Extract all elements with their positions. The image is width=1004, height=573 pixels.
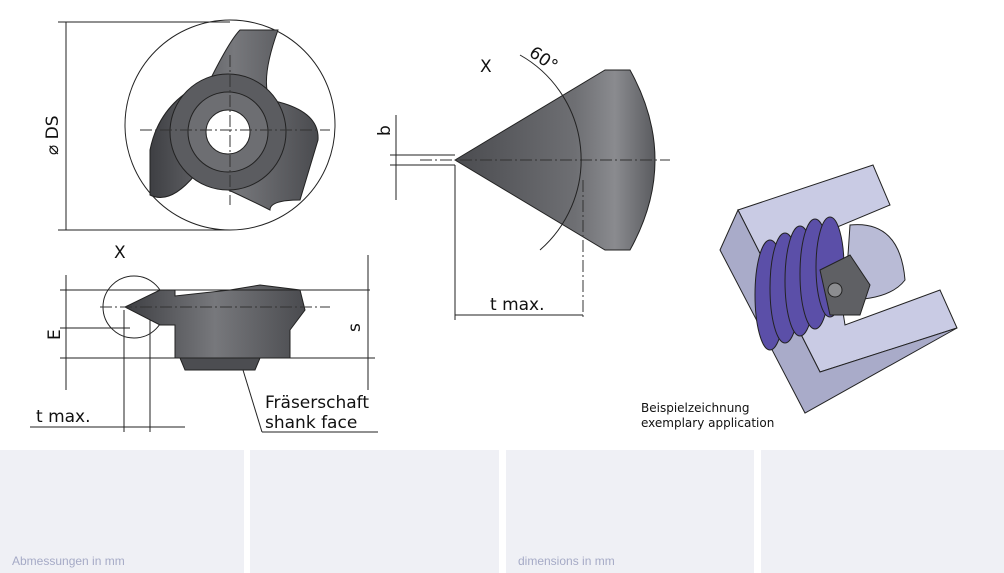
side-view: X E s t max. Fräserschaft shank face (30, 243, 378, 433)
caption-de: Beispielzeichnung (641, 401, 750, 415)
application-illustration: Beispielzeichnung exemplary application (641, 164, 958, 430)
detail-view: X 60° b t max. (375, 43, 670, 320)
units-label-en: dimensions in mm (518, 554, 615, 568)
info-panel-4 (761, 450, 1004, 573)
diameter-label: ⌀ DS (43, 115, 63, 155)
side-tmax-label: t max. (36, 407, 91, 427)
caption-en: exemplary application (641, 416, 774, 430)
detail-tmax-label: t max. (490, 295, 545, 315)
units-label-de: Abmessungen in mm (12, 554, 125, 568)
detail-x-label: X (114, 243, 126, 263)
technical-drawing: ⌀ DS X E s t max. Fräserschaft shank fac… (30, 19, 958, 433)
shank-label-de: Fräserschaft (265, 393, 369, 413)
info-panel-1: Abmessungen in mm (0, 450, 244, 573)
s-label: s (345, 323, 365, 332)
e-label: E (45, 329, 65, 340)
b-label: b (375, 125, 395, 136)
front-view: ⌀ DS (43, 19, 336, 231)
detail-view-x-label: X (480, 57, 492, 77)
info-panel-3: dimensions in mm (506, 450, 754, 573)
info-panel-2 (250, 450, 499, 573)
shank-label-en: shank face (265, 413, 357, 433)
angle-label: 60° (525, 43, 561, 77)
